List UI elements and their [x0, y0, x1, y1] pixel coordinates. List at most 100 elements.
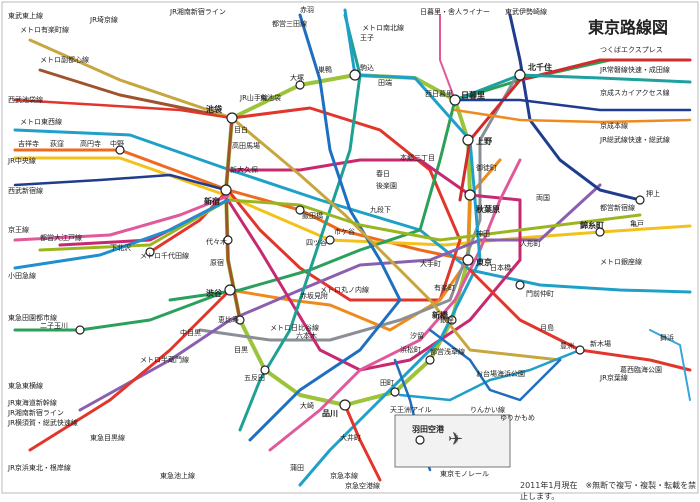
label-keihin-tohoku: JR京浜東北・根岸線 [7, 463, 71, 472]
station-gotanda[interactable] [261, 366, 269, 374]
label-metro-hibiya: メトロ日比谷線 [270, 323, 319, 332]
label-koenji: 高円寺 [80, 139, 101, 148]
label-sobu-rapid: JR総武線快速・総武線 [599, 135, 670, 144]
station-hamamatsucho[interactable] [426, 356, 434, 364]
label-komagome: 駒込 [360, 63, 374, 72]
station-akihabara[interactable] [465, 190, 475, 200]
station-kitasenju[interactable] [515, 70, 525, 80]
label-harajuku: 原宿 [210, 258, 224, 267]
label-odaiba: お台場海浜公園 [476, 369, 525, 378]
station-ikebukuro[interactable] [227, 113, 237, 123]
label-marunouchi: メトロ丸ノ内線 [320, 285, 369, 294]
label-mita: 都営三田線 [272, 19, 307, 28]
station-futakotamagawa[interactable] [76, 326, 84, 334]
label-gotanda: 五反田 [244, 373, 265, 382]
station-shinkiba[interactable] [576, 346, 584, 354]
label-nakameguro: 中目黒 [180, 328, 201, 337]
label-joban: JR常磐線快速・成田線 [599, 65, 670, 74]
label-metro-hanzomon: メトロ半蔵門線 [140, 355, 189, 364]
label-meguro-line: 東急目黒線 [90, 433, 125, 442]
station-oshiage[interactable] [636, 196, 644, 204]
label-ikebukuro: 池袋 [206, 104, 223, 114]
label-keikyu: 京急本線 [330, 471, 358, 480]
label-ginza: 銀座 [440, 315, 454, 324]
label-yoyogi: 代々木 [206, 237, 227, 246]
airplane-icon: ✈ [448, 429, 463, 450]
label-odakyu: 小田急線 [8, 271, 36, 280]
label-monorail: 東京モノレール [440, 469, 489, 478]
label-hongosanchome: 本郷三丁目 [400, 153, 435, 162]
station-shinjuku[interactable] [221, 185, 231, 195]
station-ueno[interactable] [463, 135, 473, 145]
label-shinjuku: 新宿 [204, 196, 220, 206]
label-kitasenju: 北千住 [528, 62, 552, 72]
label-osaki: 大崎 [300, 401, 314, 410]
label-keiyo: JR京葉線 [599, 373, 628, 382]
label-iidabashi: 飯田橋 [302, 211, 323, 220]
label-otsuka: 大塚 [290, 73, 304, 82]
label-tsukishima: 月島 [540, 323, 554, 332]
label-keio: 京王線 [8, 225, 29, 234]
label-yamanote: JR山手線 [239, 93, 268, 102]
label-maihama: 舞浜 [660, 333, 674, 342]
label-kichijoji: 吉祥寺 [18, 139, 39, 148]
label-hamamatsucho: 浜松町 [400, 345, 421, 354]
label-oedo: 都営大江戸線 [40, 233, 82, 242]
label-toyoko: 東急東横線 [8, 381, 43, 390]
station-tokyo[interactable] [463, 255, 473, 265]
label-yotsuya: 四ツ谷 [306, 238, 327, 247]
label-monzennakacho: 門前仲町 [526, 289, 554, 298]
station-tabata[interactable] [350, 70, 360, 80]
label-korakuen: 後楽園 [376, 181, 397, 190]
label-chuo: JR中央線 [7, 156, 36, 165]
label-roppongi: 六本木 [296, 331, 317, 340]
label-metro-tozai: メトロ東西線 [20, 117, 62, 126]
label-tobu-isesaki: 東武伊勢崎線 [505, 7, 547, 16]
label-shonan-shinjuku: JR湘南新宿ライン [169, 7, 226, 16]
label-oimachi: 大井町 [340, 433, 361, 442]
station-ichigaya[interactable] [326, 236, 334, 244]
label-futakotamagawa: 二子玉川 [40, 322, 68, 330]
label-shinokubo: 新大久保 [230, 165, 258, 174]
label-tamachi: 田町 [380, 379, 394, 387]
label-akihabara: 秋葉原 [475, 204, 500, 214]
label-oshiage: 押上 [646, 189, 660, 198]
label-toneri: 日暮里・舎人ライナー [420, 7, 490, 16]
label-shimokitazawa: 下北沢 [110, 243, 131, 252]
label-shibuya: 渋谷 [206, 288, 223, 298]
label-tsukuba: つくばエクスプレス [600, 45, 663, 54]
label-meguro: 目黒 [234, 346, 248, 354]
station-shinagawa[interactable] [340, 400, 350, 410]
label-shiodome: 汐留 [410, 331, 424, 340]
label-mejiro: 目白 [234, 125, 248, 134]
label-kasairinkai: 葛西臨海公園 [620, 365, 662, 374]
label-toyosu: 豊洲 [560, 341, 574, 350]
label-shinkiba: 新木場 [590, 339, 611, 348]
label-haneda-airport: 羽田空港 [412, 424, 445, 434]
station-tamachi[interactable] [391, 388, 399, 396]
label-kanda: 神田 [476, 229, 490, 238]
label-ichigaya: 市ケ谷 [334, 227, 355, 236]
station-shibuya[interactable] [225, 285, 235, 295]
label-ueno: 上野 [476, 136, 492, 146]
station-monzennakacho[interactable] [516, 281, 524, 289]
station-haneda[interactable] [416, 436, 424, 444]
label-yurikamome: ゆりかもめ [500, 414, 535, 422]
label-nippori: 日暮里 [461, 90, 485, 100]
station-otsuka[interactable] [296, 81, 304, 89]
label-keisei: 京成本線 [600, 121, 628, 130]
label-otemachi: 大手町 [420, 259, 441, 268]
label-shinagawa: 品川 [322, 409, 338, 418]
label-rinkai: りんかい線 [470, 405, 505, 414]
map-title: 東京路線図 [588, 14, 668, 38]
label-oji: 王子 [360, 34, 374, 42]
label-nihombashi: 日本橋 [490, 263, 511, 272]
label-yurakucho: 有楽町 [434, 283, 455, 292]
label-kinshicho: 錦糸町 [579, 220, 604, 230]
label-yurakucho-line: メトロ有楽町線 [20, 25, 69, 34]
label-tennozu-isle: 天王洲アイル [390, 406, 432, 414]
label-kameido: 亀戸 [630, 219, 644, 228]
label-ikegami: 東急池上線 [160, 471, 195, 480]
